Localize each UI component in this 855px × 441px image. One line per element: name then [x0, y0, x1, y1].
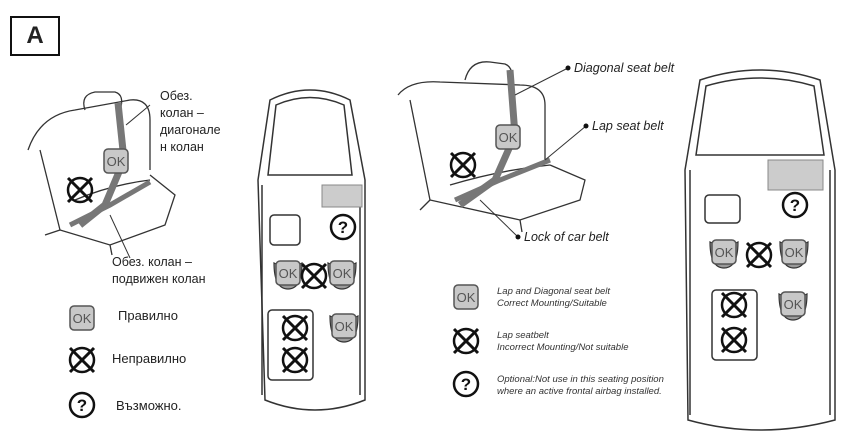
question-icon-text: ?	[338, 218, 348, 237]
lock-belt-label-en: Lock of car belt	[524, 230, 609, 244]
legend-en-incorrect: Lap seatbelt Incorrect Mounting/Not suit…	[497, 330, 629, 353]
ok-icon-text: OK	[784, 297, 803, 312]
legend-en-cross-icon	[452, 327, 480, 355]
ok-icon-text: OK	[73, 311, 92, 326]
right-car-cross-icon-2	[720, 291, 748, 319]
left-car-cross-icon-3	[281, 346, 309, 374]
legend-bg-cross-icon	[68, 346, 96, 374]
diagonal-belt-label-en: Diagonal seat belt	[574, 61, 675, 75]
section-badge: A	[10, 16, 60, 56]
right-car-top-view	[684, 69, 836, 431]
ok-icon-text: OK	[457, 290, 476, 305]
left-seat-illustration	[27, 91, 176, 256]
question-icon-text: ?	[790, 196, 800, 215]
ok-icon-text: OK	[279, 266, 298, 281]
right-seat-cross-icon	[449, 151, 477, 179]
legend-bg-incorrect: Неправилно	[112, 351, 187, 366]
ok-icon-text: OK	[499, 130, 518, 145]
legend-bg-optional: Възможно.	[116, 398, 182, 413]
ok-icon-text: OK	[715, 245, 734, 260]
right-car-cross-icon-3	[720, 326, 748, 354]
ok-icon-text: OK	[333, 266, 352, 281]
legend-bg-correct: Правилно	[118, 308, 178, 323]
legend-en-optional: Optional:Not use in this seating positio…	[497, 374, 664, 397]
right-car-cross-icon-1	[745, 241, 773, 269]
ok-icon-text: OK	[785, 245, 804, 260]
diagonal-belt-label-bg: Обез. колан – диагонале н колан	[160, 89, 221, 154]
ok-icon-text: OK	[107, 154, 126, 169]
ok-icon-text: OK	[335, 319, 354, 334]
left-car-airbag	[321, 184, 363, 208]
left-car-cross-icon-1	[300, 262, 328, 290]
lap-belt-label-en: Lap seat belt	[592, 119, 664, 133]
legend-en-correct: Lap and Diagonal seat belt Correct Mount…	[497, 286, 611, 309]
question-icon-text: ?	[77, 396, 87, 415]
question-icon-text: ?	[461, 375, 471, 394]
lap-belt-label-bg: Обез. колан – подвижен колан	[112, 255, 206, 286]
right-seat-illustration	[397, 61, 586, 233]
left-car-cross-icon-2	[281, 314, 309, 342]
right-car-airbag	[767, 159, 824, 191]
left-car-top-view	[257, 89, 366, 411]
